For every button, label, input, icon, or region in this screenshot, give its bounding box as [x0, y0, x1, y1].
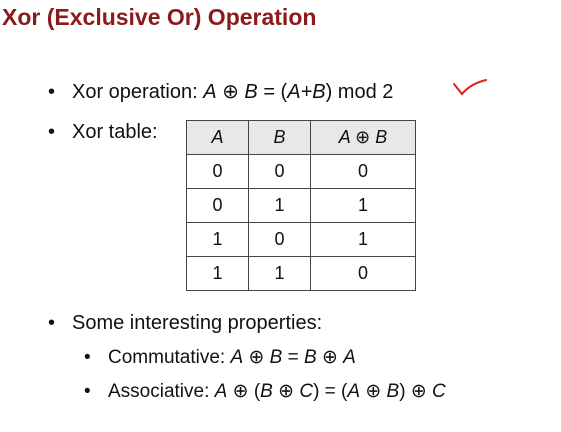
table-row: 0 0 0: [186, 154, 416, 189]
xor-symbol: ⊕ (: [227, 381, 261, 402]
table-cell: 0: [186, 154, 249, 189]
table-cell: 0: [248, 222, 311, 257]
mod-text: ) mod 2: [325, 81, 394, 103]
xor-truth-table: A B A ⊕ B 0 0 0 0 1 1 1 0 1 1 1 0: [186, 120, 416, 291]
operation-label: Xor operation:: [72, 81, 204, 103]
var-a: A: [343, 347, 356, 368]
header-b: B: [248, 120, 311, 155]
table-cell: 0: [310, 154, 416, 189]
var-b: B: [304, 347, 317, 368]
header-a-xor-b: A ⊕ B: [310, 120, 416, 155]
var-b: B: [269, 347, 283, 368]
table-cell: 1: [248, 256, 311, 291]
equals: =: [282, 347, 304, 368]
bullet-xor-operation: • Xor operation: A ⊕ B = (A+B) mod 2: [48, 79, 393, 104]
table-row: 1 1 0: [186, 256, 416, 291]
checkmark-icon: [453, 79, 487, 96]
var-b: B: [260, 381, 273, 402]
xor-symbol: ⊕: [316, 347, 344, 368]
var-a: A: [214, 381, 228, 402]
var-c: C: [432, 381, 446, 402]
table-label: Xor table:: [72, 121, 158, 143]
bullet-xor-table: • Xor table:: [48, 121, 158, 144]
table-header-row: A B A ⊕ B: [186, 120, 416, 155]
properties-label: Some interesting properties:: [72, 312, 323, 334]
table-cell: 1: [310, 222, 416, 257]
table-cell: 1: [186, 256, 249, 291]
xor-symbol: ⊕: [243, 347, 270, 368]
var-c: C: [299, 381, 314, 402]
bullet-associative: •Associative: A ⊕ (B ⊕ C) = (A ⊕ B) ⊕ C: [84, 380, 446, 403]
bullet-dot: •: [48, 81, 56, 103]
var-b: B: [386, 381, 400, 402]
var-a: A: [347, 381, 361, 402]
table-cell: 0: [186, 188, 249, 223]
bullet-commutative: • Commutative: A ⊕ B = B ⊕ A: [84, 346, 356, 369]
table-cell: 0: [310, 256, 416, 291]
xor-symbol: ⊕: [272, 381, 300, 402]
var-b: B: [244, 81, 258, 103]
header-a: A: [186, 120, 249, 155]
bullet-dot: •: [48, 312, 56, 334]
table-cell: 1: [186, 222, 249, 257]
table-cell: 1: [248, 188, 311, 223]
equals: ) = (: [313, 381, 348, 402]
bullet-dot: •: [84, 381, 91, 402]
xor-symbol: ⊕: [360, 381, 387, 402]
var-a: A: [203, 81, 217, 103]
table-row: 0 1 1: [186, 188, 416, 223]
bullet-dot: •: [84, 347, 91, 368]
table-cell: 0: [248, 154, 311, 189]
table-cell: 1: [310, 188, 416, 223]
table-row: 1 0 1: [186, 222, 416, 257]
xor-symbol: ⊕: [216, 81, 245, 103]
var-a: A: [230, 347, 244, 368]
slide-title: Xor (Exclusive Or) Operation: [2, 4, 317, 30]
bullet-dot: •: [48, 121, 56, 143]
bullet-properties: • Some interesting properties:: [48, 312, 322, 335]
sum-expr: A+B: [287, 81, 326, 103]
xor-symbol: ) ⊕: [399, 381, 433, 402]
associative-label: Associative:: [108, 381, 215, 402]
commutative-label: Commutative:: [108, 347, 231, 368]
equals: = (: [257, 81, 288, 103]
